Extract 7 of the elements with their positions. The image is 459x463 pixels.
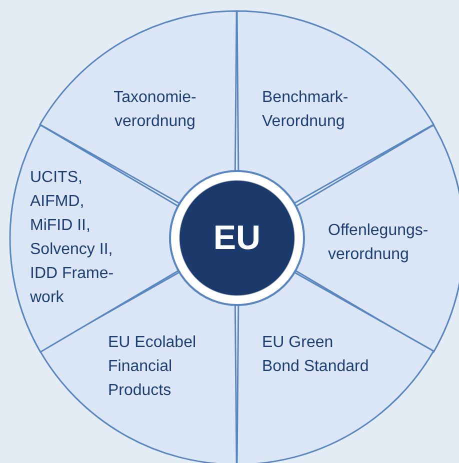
segment-label: EU Green Bond Standard [262, 332, 370, 377]
segment-label: Benchmark- Verordnung [262, 88, 350, 132]
segment-label: EU Ecolabel Financial Products [108, 332, 198, 401]
segment-label: UCITS, AIFMD, MiFID II, Solvency II, IDD Frame- work [30, 168, 115, 308]
segment-label: Taxonomie- verordnung [112, 88, 198, 132]
region-label: EU [213, 218, 261, 258]
segment-label: Offenlegungs- verordnung [328, 221, 430, 265]
